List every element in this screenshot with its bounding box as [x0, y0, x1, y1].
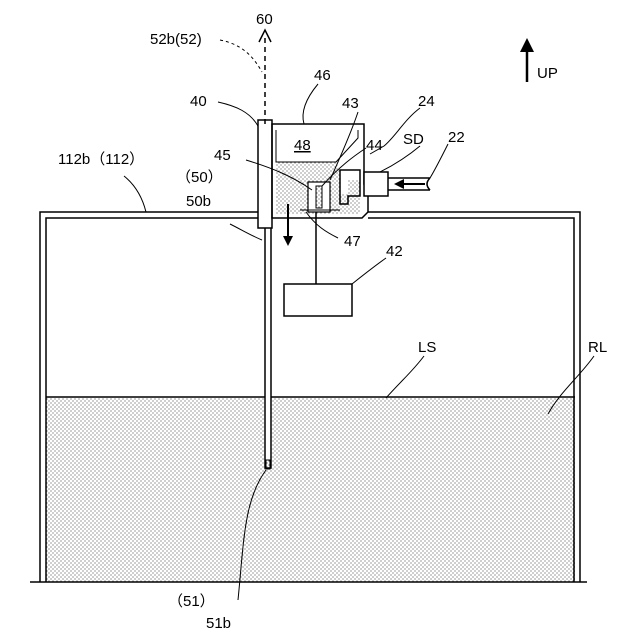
label-47: 47: [344, 233, 361, 250]
label-22: 22: [448, 129, 465, 146]
up-arrow-head: [520, 38, 534, 52]
leader-42: [352, 258, 386, 284]
label-24: 24: [418, 93, 435, 110]
float-42: [284, 284, 352, 316]
tank: [30, 212, 587, 582]
label-ls: LS: [418, 339, 436, 356]
label-60: 60: [256, 11, 273, 28]
leader-50: [230, 224, 262, 240]
leader-40: [218, 102, 258, 126]
label-40: 40: [190, 93, 207, 110]
label-44: 44: [366, 137, 383, 154]
up-indicator: [520, 38, 534, 82]
leader-ls: [386, 356, 424, 398]
label-50b: 50b: [186, 193, 211, 210]
label-51: （51）: [168, 593, 215, 610]
label-42: 42: [386, 243, 403, 260]
label-112b: 112b（112）: [58, 151, 144, 168]
chamber-48-line: [276, 130, 358, 162]
pipe-tip: [266, 460, 270, 469]
label-rl: RL: [588, 339, 607, 356]
pipe-51: [265, 210, 271, 469]
label-48: 48: [294, 137, 311, 154]
label-51b: 51b: [206, 615, 231, 632]
label-50: （50）: [176, 169, 223, 186]
connector-sd: [364, 172, 388, 196]
leader-46: [303, 84, 318, 124]
leader-47: [306, 212, 338, 238]
label-46: 46: [314, 67, 331, 84]
valve-44: [316, 186, 322, 208]
label-sd: SD: [403, 131, 424, 148]
pipe-body: [265, 210, 271, 468]
flange-40: [258, 120, 272, 228]
leader-112: [124, 176, 146, 212]
label-43: 43: [342, 95, 359, 112]
vent-line: [259, 30, 271, 124]
leader-sd: [380, 146, 420, 172]
leader-52: [220, 40, 262, 72]
leader-22: [430, 144, 448, 178]
reservoir-liquid: [46, 397, 575, 582]
label-up: UP: [537, 65, 558, 82]
label-52b: 52b(52): [150, 31, 202, 48]
label-45: 45: [214, 147, 231, 164]
